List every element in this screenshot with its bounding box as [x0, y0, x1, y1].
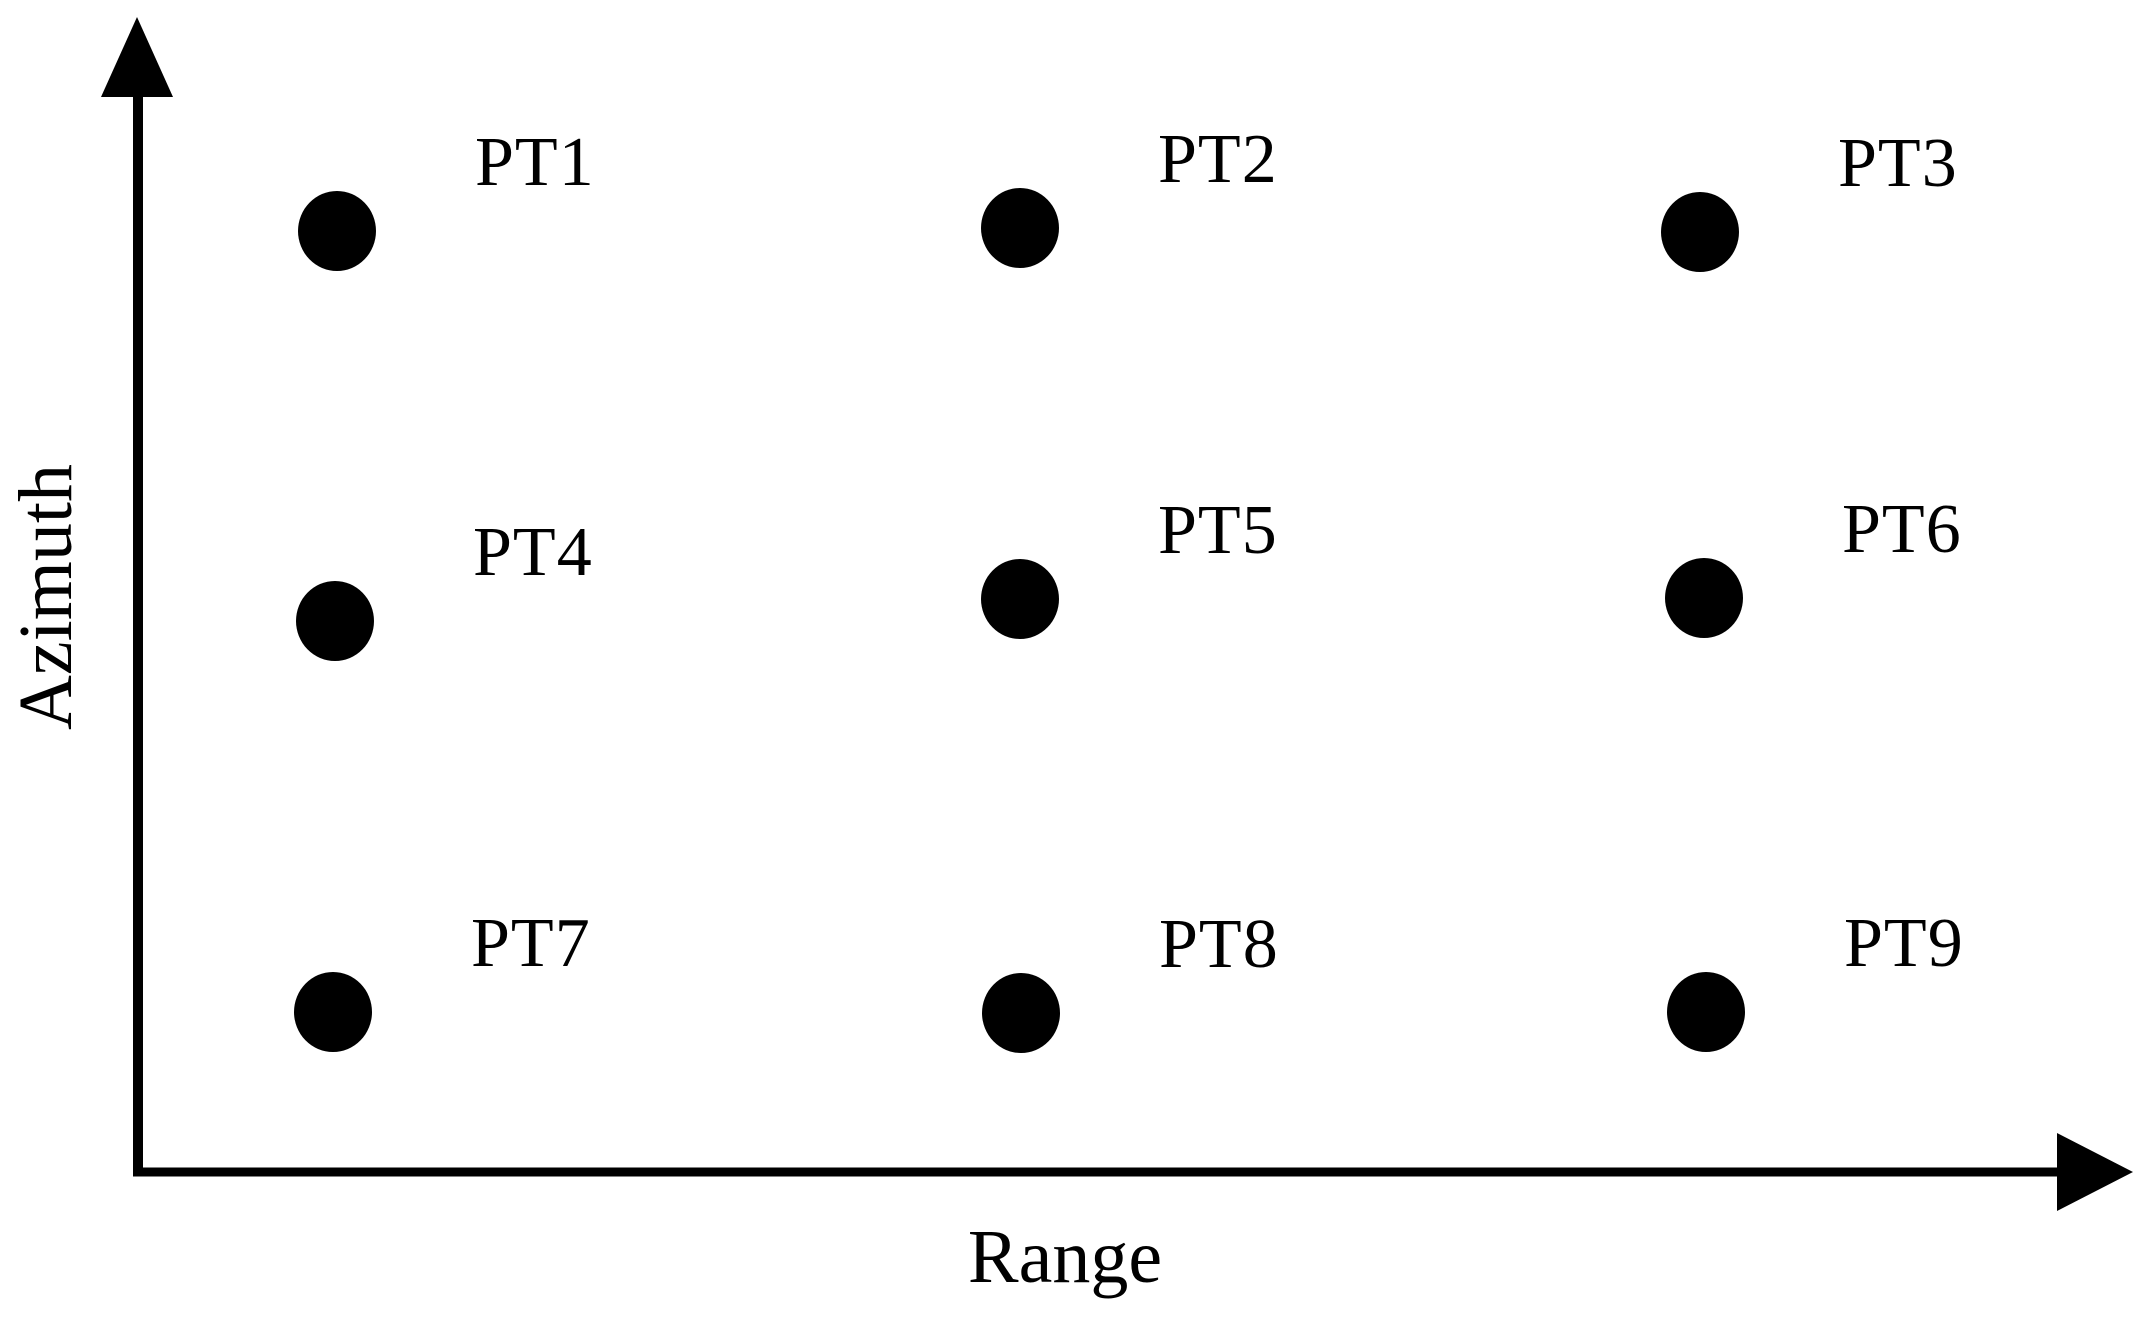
y-axis-arrowhead-icon	[101, 17, 173, 97]
point-label-pt8: PT8	[1159, 906, 1279, 983]
point-label-pt7: PT7	[471, 905, 591, 982]
point-dot-pt7	[294, 972, 372, 1052]
point-label-pt1: PT1	[475, 124, 595, 201]
point-dot-pt9	[1667, 972, 1745, 1052]
point-dot-pt3	[1661, 192, 1739, 272]
point-dot-pt1	[298, 191, 376, 271]
y-axis-label: Azimuth	[4, 464, 88, 730]
point-label-pt9: PT9	[1844, 905, 1964, 982]
point-dot-pt6	[1665, 558, 1743, 638]
point-dot-pt2	[981, 188, 1059, 268]
point-label-pt6: PT6	[1842, 491, 1962, 568]
point-label-pt3: PT3	[1838, 125, 1958, 202]
point-dot-pt4	[296, 581, 374, 661]
point-label-pt2: PT2	[1158, 121, 1278, 198]
point-dot-pt8	[982, 973, 1060, 1053]
x-axis-label: Range	[967, 1215, 1163, 1299]
x-axis-arrowhead-icon	[2057, 1133, 2133, 1211]
point-label-pt4: PT4	[473, 514, 593, 591]
point-dot-pt5	[981, 559, 1059, 639]
point-label-pt5: PT5	[1158, 492, 1278, 569]
